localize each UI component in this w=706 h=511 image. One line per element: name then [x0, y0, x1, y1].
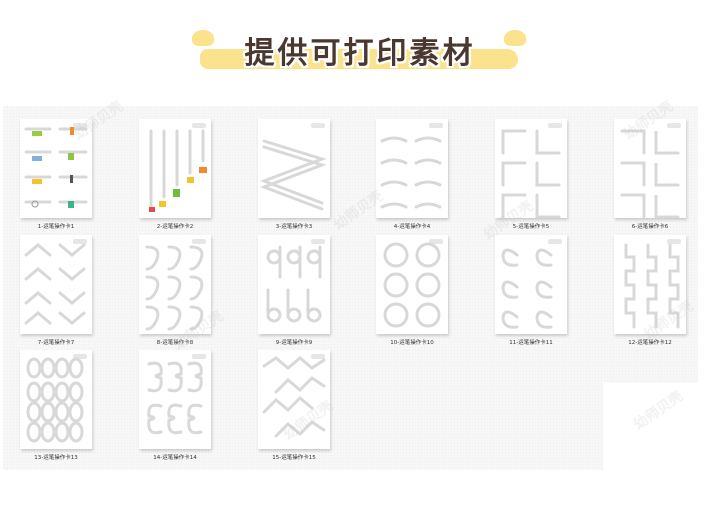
- card-caption: 3-运笔操作卡3: [275, 224, 313, 230]
- worksheet-card-15[interactable]: [258, 350, 330, 449]
- tracing-pattern-icon: [24, 127, 88, 208]
- page-title: 提供可打印素材: [244, 36, 476, 71]
- tracing-pattern-icon: [380, 136, 442, 209]
- logo-icon: [311, 239, 325, 244]
- logo-icon: [192, 123, 206, 128]
- worksheet-card-1[interactable]: [20, 119, 92, 218]
- logo-icon: [429, 123, 443, 128]
- logo-icon: [548, 239, 562, 244]
- card-caption: 5-运笔操作卡5: [512, 224, 550, 230]
- tracing-pattern-icon: [383, 242, 441, 328]
- card-caption: 6-运笔操作卡6: [631, 224, 669, 230]
- logo-icon: [311, 123, 325, 128]
- logo-icon: [73, 239, 87, 244]
- logo-icon: [73, 123, 87, 128]
- logo-icon: [667, 123, 681, 128]
- card-caption: 8-运笔操作卡8: [156, 340, 194, 346]
- tracing-pattern-icon: [262, 356, 326, 438]
- card-caption: 15-运笔操作卡15: [272, 455, 316, 461]
- worksheet-card-11[interactable]: [495, 235, 567, 334]
- worksheet-card-10[interactable]: [376, 235, 448, 334]
- card-caption: 9-运笔操作卡9: [275, 340, 313, 346]
- worksheet-card-4[interactable]: [376, 119, 448, 218]
- card-caption: 11-运笔操作卡11: [509, 340, 553, 346]
- tracing-pattern-icon: [147, 361, 203, 435]
- tracing-pattern-icon: [266, 245, 322, 323]
- worksheet-card-7[interactable]: [20, 235, 92, 334]
- card-caption: 10-运笔操作卡10: [390, 340, 434, 346]
- logo-icon: [192, 354, 206, 359]
- tracing-pattern-icon: [149, 129, 207, 212]
- tracing-pattern-icon: [624, 243, 680, 329]
- card-caption: 12-运笔操作卡12: [628, 340, 672, 346]
- card-caption: 14-运笔操作卡14: [153, 455, 197, 461]
- card-caption: 4-运笔操作卡4: [393, 224, 431, 230]
- tracing-pattern-icon: [259, 139, 327, 211]
- logo-icon: [311, 354, 325, 359]
- logo-icon: [667, 239, 681, 244]
- logo-icon: [192, 239, 206, 244]
- tracing-pattern-icon: [620, 129, 680, 218]
- badge-blob-right: [504, 30, 526, 46]
- panel-cutout: [603, 383, 706, 473]
- worksheet-card-3[interactable]: [258, 119, 330, 218]
- logo-icon: [429, 239, 443, 244]
- card-caption: 2-运笔操作卡2: [156, 224, 194, 230]
- worksheet-card-6[interactable]: [614, 119, 686, 218]
- worksheet-card-9[interactable]: [258, 235, 330, 334]
- tracing-pattern-icon: [26, 357, 84, 443]
- logo-icon: [73, 354, 87, 359]
- card-caption: 13-运笔操作卡13: [34, 455, 78, 461]
- title-badge: 提供可打印素材: [192, 26, 526, 76]
- cards-panel: [3, 106, 698, 470]
- worksheet-card-14[interactable]: [139, 350, 211, 449]
- worksheet-card-12[interactable]: [614, 235, 686, 334]
- logo-icon: [548, 123, 562, 128]
- worksheet-card-13[interactable]: [20, 350, 92, 449]
- badge-background: [200, 49, 518, 69]
- tracing-pattern-icon: [501, 248, 553, 329]
- worksheet-card-8[interactable]: [139, 235, 211, 334]
- tracing-pattern-icon: [501, 129, 561, 218]
- tracing-pattern-icon: [24, 243, 86, 325]
- card-caption: 1-运笔操作卡1: [37, 224, 75, 230]
- worksheet-card-5[interactable]: [495, 119, 567, 218]
- worksheet-card-2[interactable]: [139, 119, 211, 218]
- tracing-pattern-icon: [145, 245, 204, 331]
- badge-blob-left: [192, 30, 214, 46]
- card-caption: 7-运笔操作卡7: [37, 340, 75, 346]
